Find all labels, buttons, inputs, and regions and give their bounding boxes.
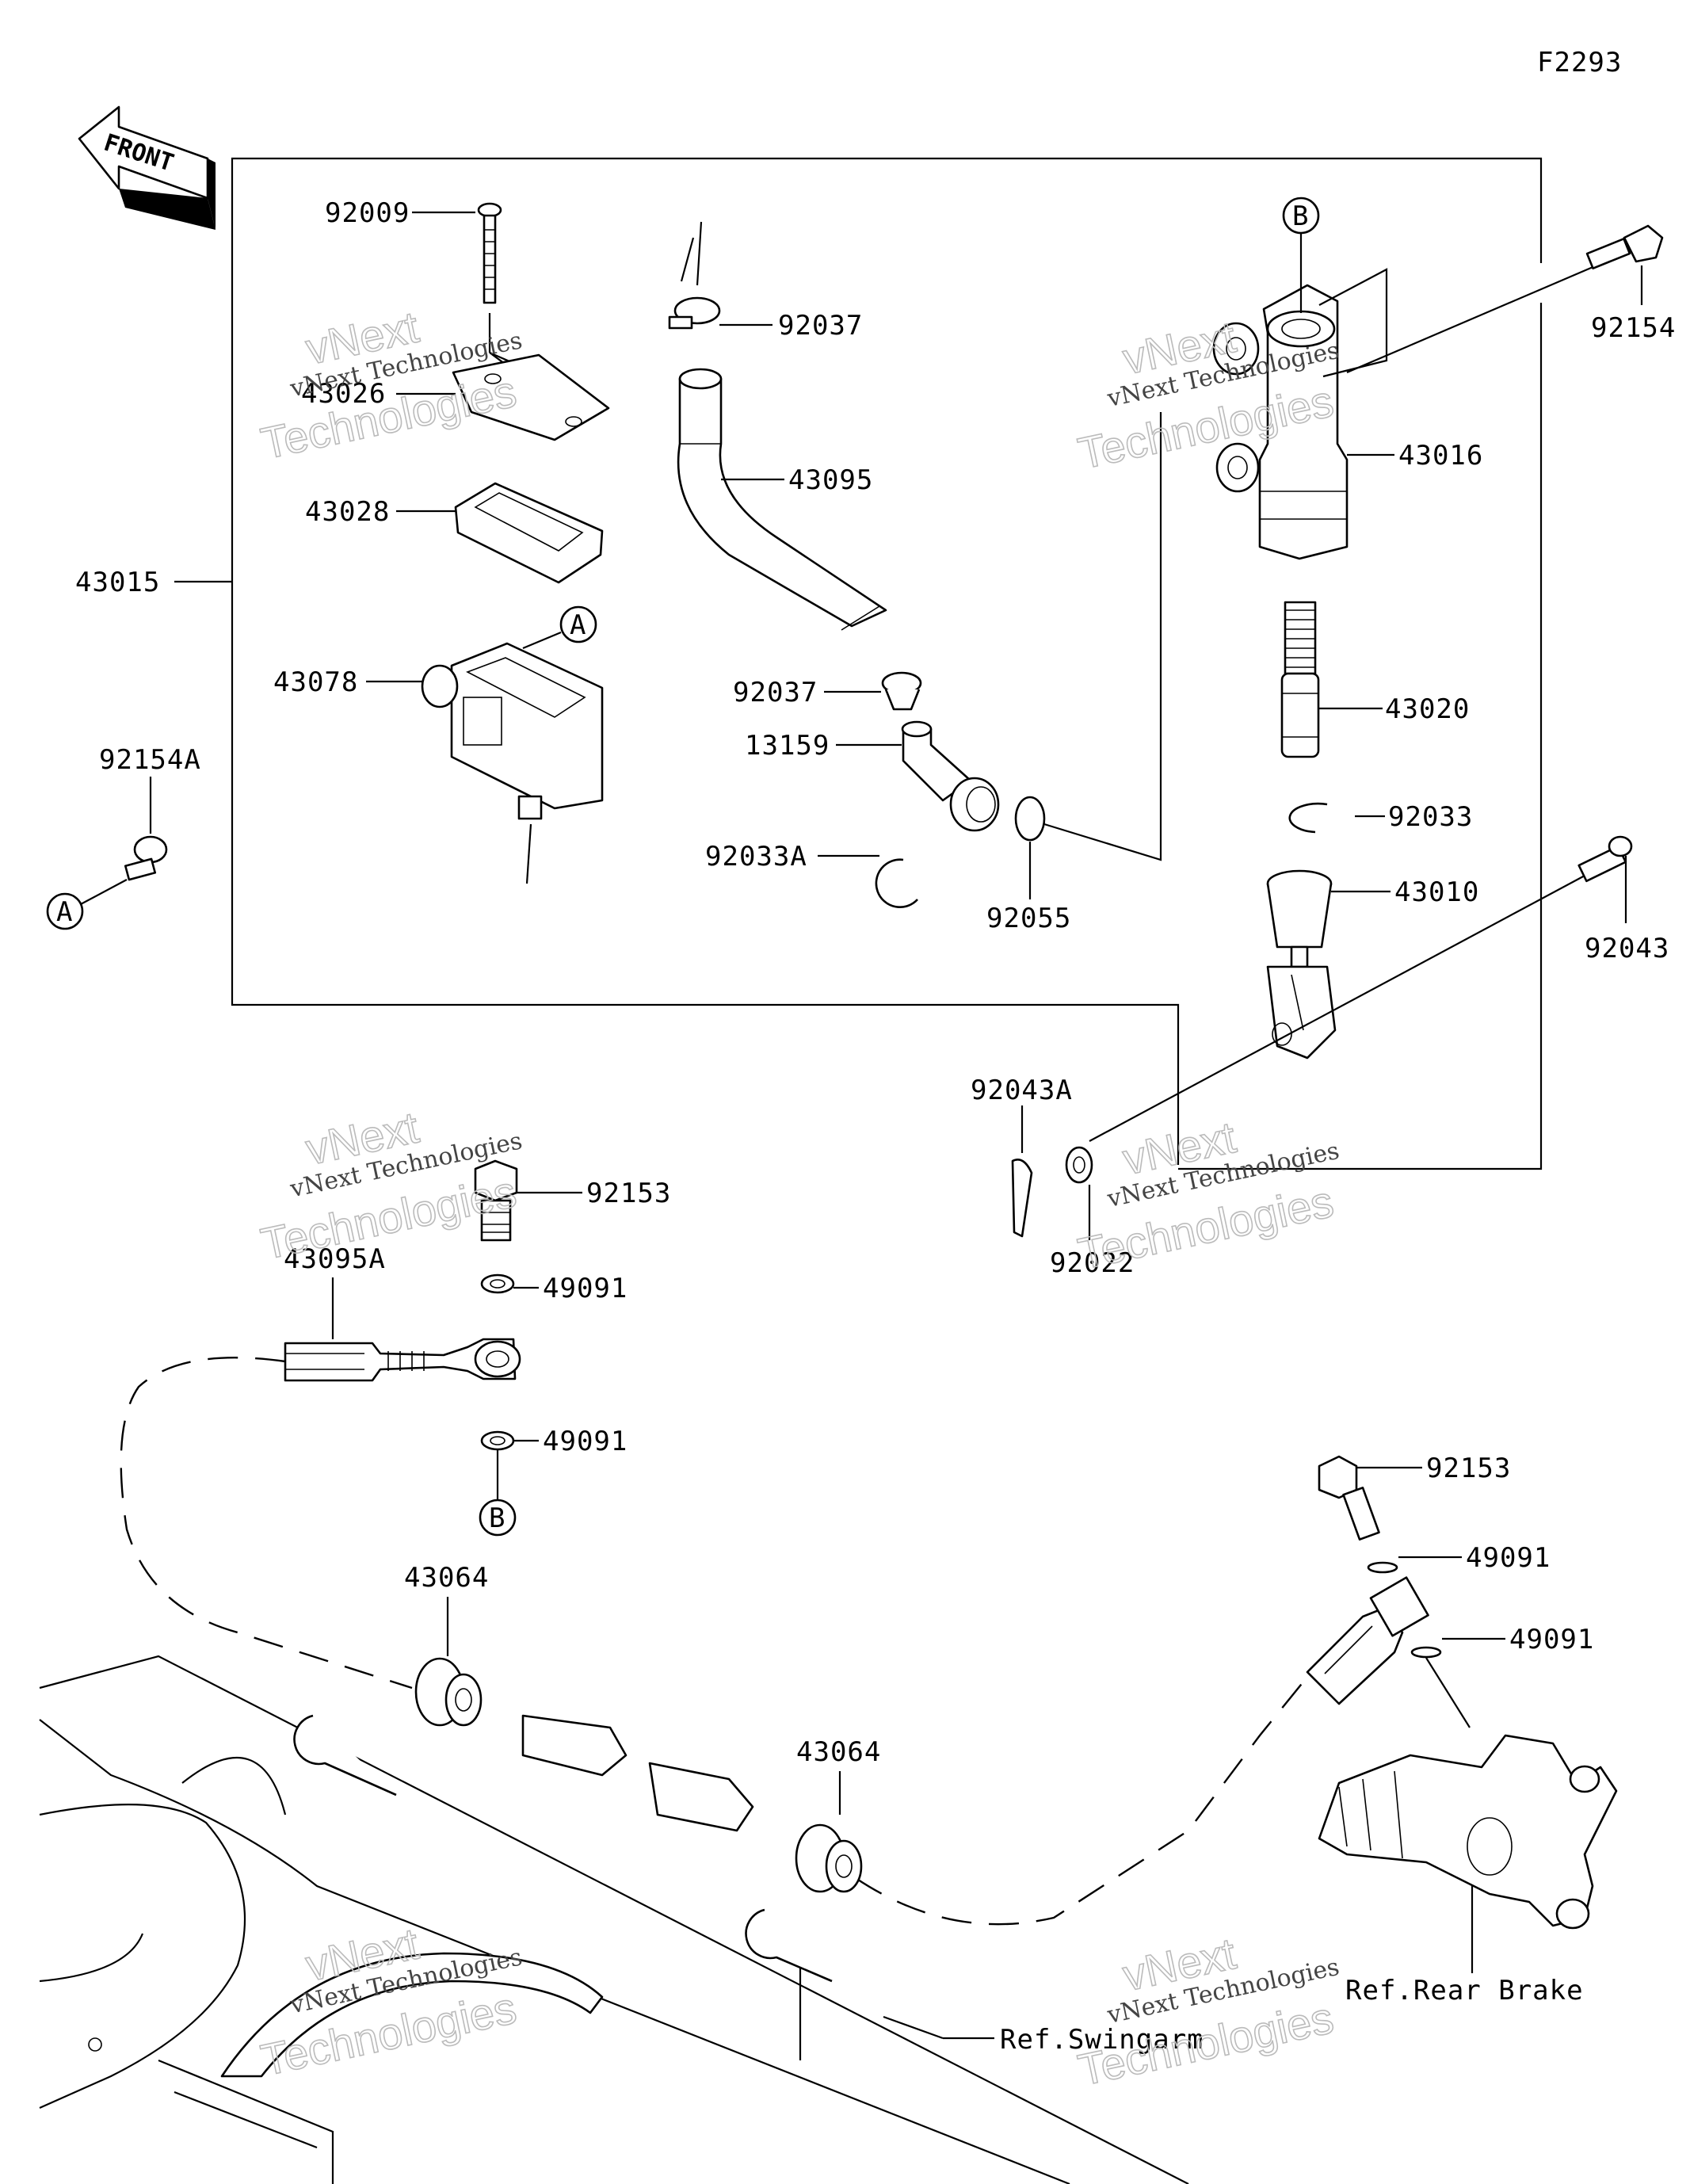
marker-B2: B <box>489 1502 505 1534</box>
clip-92037-top <box>668 221 773 330</box>
label-92022: 92022 <box>1050 1247 1135 1279</box>
watermark-4: vNext vNext Technologies Technologies <box>1074 1111 1342 1279</box>
label-43028: 43028 <box>305 496 390 528</box>
washer-49091-b <box>480 1430 539 1499</box>
ref-swingarm: Ref.Swingarm <box>1000 2024 1204 2056</box>
washer-92022 <box>1065 1146 1093 1240</box>
label-43095: 43095 <box>788 464 873 496</box>
label-43026: 43026 <box>301 378 386 410</box>
marker-A1: A <box>570 609 586 641</box>
label-13159: 13159 <box>745 730 830 762</box>
label-43064-a: 43064 <box>404 1562 489 1594</box>
label-92033A: 92033A <box>705 841 807 872</box>
label-92154: 92154 <box>1591 312 1676 344</box>
label-43010: 43010 <box>1394 876 1479 908</box>
rear-brake-caliper <box>1318 1657 1618 1973</box>
marker-A2: A <box>56 896 73 928</box>
circlip-92033 <box>1288 802 1385 834</box>
washer-49091-d <box>1410 1637 1505 1659</box>
oring-92055 <box>1014 412 1162 899</box>
marker-B1: B <box>1292 200 1309 232</box>
front-arrow-icon: FRONT <box>78 105 216 230</box>
diaphragm-43028 <box>396 482 604 584</box>
marker-B1-circle <box>1282 197 1320 235</box>
reservoir-43078 <box>366 605 604 884</box>
swingarm <box>39 1655 1189 2184</box>
bolt-92154A <box>46 777 168 930</box>
label-92153-right: 92153 <box>1426 1453 1511 1484</box>
fitting-13159 <box>836 720 1000 832</box>
bolt-92154 <box>1346 224 1664 374</box>
label-49091-b: 49091 <box>543 1426 628 1457</box>
label-43020: 43020 <box>1385 693 1470 725</box>
label-92033: 92033 <box>1388 801 1473 833</box>
pushrod-43010 <box>1266 869 1391 1060</box>
label-43078: 43078 <box>273 666 358 698</box>
watermark-5: vNext vNext Technologies Technologies <box>256 1918 525 2086</box>
circlip-92033A <box>818 854 918 908</box>
label-92009: 92009 <box>325 197 410 229</box>
label-92037-mid: 92037 <box>733 677 818 708</box>
label-92043: 92043 <box>1585 933 1669 964</box>
assembly-frame <box>231 157 1543 1165</box>
hose-43095 <box>677 368 887 631</box>
label-43016: 43016 <box>1398 440 1483 472</box>
pin-92043 <box>1089 835 1633 1142</box>
label-92153-left: 92153 <box>586 1178 671 1209</box>
brake-hose-43095A <box>284 1277 521 1382</box>
piston-43020 <box>1280 601 1383 758</box>
label-92055: 92055 <box>986 903 1071 934</box>
ref-rear-brake: Ref.Rear Brake <box>1345 1975 1584 2006</box>
washer-49091-a <box>480 1273 539 1294</box>
cotter-pin-92043A <box>1011 1105 1033 1238</box>
clip-92037-mid <box>824 671 922 711</box>
diagram-code: F2293 <box>1537 47 1622 78</box>
hose-route-right <box>855 1671 1312 1926</box>
label-49091-d: 49091 <box>1509 1624 1594 1655</box>
grommet-43064-b <box>795 1771 863 1893</box>
banjo-bolt-92153-right <box>1318 1455 1422 1541</box>
label-43095A: 43095A <box>284 1243 386 1275</box>
grommet-43064-a <box>414 1597 483 1727</box>
screw-92009 <box>412 202 502 304</box>
master-cylinder-43016 <box>1212 230 1394 560</box>
hose-route-left <box>120 1357 413 1690</box>
cap-43026 <box>396 313 610 441</box>
label-43064-b: 43064 <box>796 1736 881 1768</box>
watermark-6: vNext vNext Technologies Technologies <box>1074 1927 1342 2095</box>
marker-B2-circle <box>479 1499 517 1537</box>
label-92037-top: 92037 <box>778 310 863 342</box>
label-92154A: 92154A <box>99 744 201 776</box>
label-43015: 43015 <box>75 567 160 598</box>
hose-guide-upper <box>521 1714 754 1832</box>
banjo-bolt-92153-left <box>474 1159 582 1242</box>
washer-49091-c <box>1367 1556 1462 1574</box>
banjo-fitting-right <box>1306 1576 1429 1705</box>
label-49091-a: 49091 <box>543 1273 628 1304</box>
watermark-1: vNext vNext Technologies Technologies <box>256 301 525 469</box>
label-49091-c: 49091 <box>1466 1542 1551 1574</box>
label-92043A: 92043A <box>971 1075 1073 1106</box>
